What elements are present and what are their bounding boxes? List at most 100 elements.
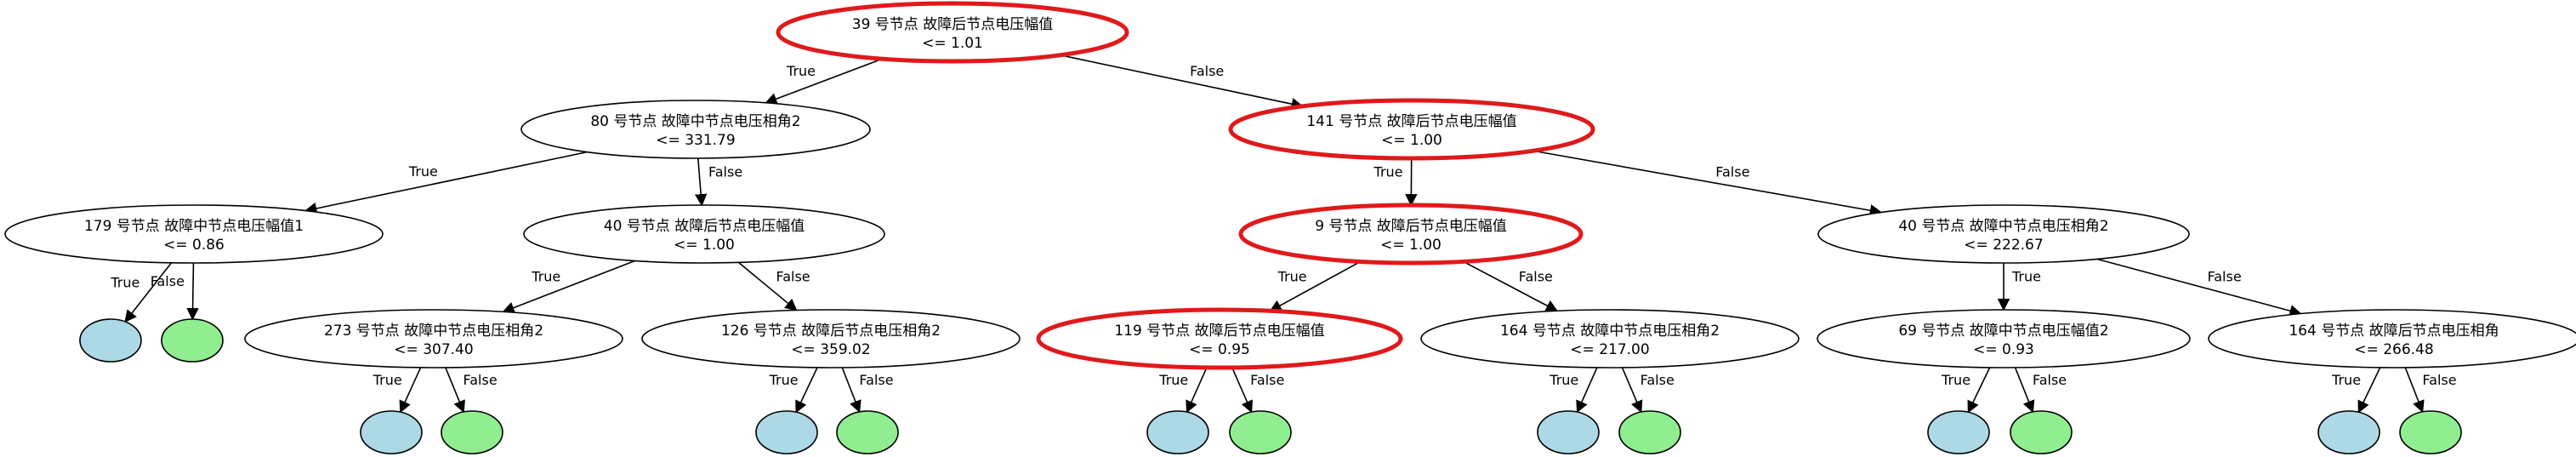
tree-node-n6: 40 号节点 故障中节点电压相角2 <= 222.67: [1817, 204, 2190, 264]
node-threshold-label: <= 222.67: [1964, 237, 2043, 254]
node-ellipse: [1228, 98, 1595, 161]
node-feature-label: 164 号节点 故障中节点电压相角2: [1500, 323, 1720, 340]
node-ellipse: [1420, 309, 1800, 368]
edge-n9-leaf-false-line: [1231, 367, 1253, 414]
edge-n8-leaf-false-line: [841, 367, 862, 414]
leaf-n10-false: [1618, 410, 1681, 454]
edge-n3-leaf-false-line: [186, 262, 199, 321]
tree-node-n0: 39 号节点 故障后节点电压幅值 <= 1.01: [776, 1, 1129, 64]
node-threshold-label: <= 1.00: [1381, 132, 1442, 149]
node-feature-label: 39 号节点 故障后节点电压幅值: [852, 16, 1053, 33]
node-feature-label: 164 号节点 故障后节点电压相角: [2289, 323, 2499, 340]
edge-n8-leaf-true-line: [795, 367, 818, 414]
edge-n12-leaf-false-line: [2404, 367, 2425, 414]
node-feature-label: 40 号节点 故障中节点电压相角2: [1898, 218, 2108, 235]
node-threshold-label: <= 331.79: [656, 132, 735, 149]
edge-n4-n8-line: [737, 261, 798, 311]
edge-n2-n5-label: True: [1373, 164, 1403, 180]
node-ellipse: [523, 204, 885, 264]
tree-node-n10: 164 号节点 故障中节点电压相角2<= 217.00: [1420, 309, 1800, 368]
edge-n2-n6-label: False: [1715, 163, 1749, 180]
edge-n3-leaf-false-label: False: [151, 273, 185, 289]
node-feature-label: 179 号节点 故障中节点电压幅值1: [84, 218, 304, 235]
edge-n5-n9-label: True: [1277, 268, 1307, 284]
edge-n0-n2-label: False: [1190, 63, 1224, 79]
node-feature-label: 126 号节点 故障后节点电压相角2: [721, 323, 941, 340]
edge-n8-leaf-false-label: False: [859, 372, 893, 388]
node-feature-label: 40 号节点 故障后节点电压幅值: [604, 218, 805, 235]
node-ellipse: [2208, 309, 2576, 368]
edge-n2-n6-line: [1533, 150, 1883, 217]
leaf-n7-false: [441, 410, 503, 454]
edge-n4-n8-label: False: [776, 268, 810, 284]
tree-node-n9: 119 号节点 故障后节点电压幅值<= 0.95: [1036, 307, 1403, 370]
edge-n0-n1-label: True: [786, 63, 816, 79]
edge-n10-leaf-false-line: [1621, 367, 1643, 414]
leaf-n7-true: [360, 410, 423, 454]
node-threshold-label: <= 0.95: [1189, 341, 1250, 358]
leaf-n11-true: [1927, 410, 1990, 454]
edge-n6-n12-line: [2096, 258, 2302, 317]
leaf-n3-true: [79, 318, 142, 363]
edge-n7-leaf-true-line: [399, 367, 422, 414]
edge-n6-n12-label: False: [2208, 269, 2242, 285]
leaf-n12-false: [2399, 410, 2462, 454]
node-ellipse: [4, 204, 384, 264]
edge-n0-n2-line: [1060, 54, 1304, 111]
tree-node-n7: 273 号节点 故障中节点电压相角2<= 307.40: [244, 309, 623, 368]
tree-node-n12: 164 号节点 故障后节点电压相角<= 266.48: [2208, 309, 2576, 368]
leaf-n9-false: [1229, 410, 1292, 454]
edge-n10-leaf-true-line: [1576, 367, 1598, 414]
tree-node-n5: 9 号节点 故障后节点电压幅值 <= 1.00: [1238, 203, 1584, 266]
edge-n12-leaf-true-label: True: [2331, 372, 2361, 388]
edge-n12-leaf-false-label: False: [2422, 372, 2456, 388]
node-feature-label: 273 号节点 故障中节点电压相角2: [324, 323, 543, 340]
tree-node-n11: 69 号节点 故障中节点电压幅值2<= 0.93: [1817, 309, 2191, 368]
node-threshold-label: <= 0.93: [1973, 341, 2034, 358]
tree-node-n4: 40 号节点 故障后节点电压幅值<= 1.00: [523, 204, 885, 264]
edge-n1-n3-label: True: [408, 163, 438, 180]
edge-n8-leaf-true-label: True: [769, 372, 799, 388]
node-threshold-label: <= 359.02: [791, 341, 870, 358]
node-feature-label: 9 号节点 故障后节点电压幅值: [1315, 218, 1507, 235]
node-feature-label: 141 号节点 故障后节点电压幅值: [1306, 113, 1516, 130]
node-ellipse: [641, 309, 1021, 368]
edge-n3-leaf-true-line: [124, 262, 173, 323]
leaf-n8-false: [836, 410, 899, 454]
edge-n4-n7-label: True: [531, 268, 560, 284]
edge-n5-n9-line: [1269, 260, 1361, 312]
edge-n6-n11-label: True: [2011, 269, 2041, 285]
edge-n1-n3-line: [304, 151, 588, 215]
node-threshold-label: <= 1.00: [1380, 237, 1442, 254]
leaf-n11-false: [2010, 410, 2073, 454]
tree-node-n8: 126 号节点 故障后节点电压相角2<= 359.02: [641, 309, 1021, 368]
edge-n9-leaf-false-label: False: [1250, 372, 1284, 388]
edge-n11-leaf-false-line: [2014, 367, 2035, 414]
edge-n7-leaf-false-line: [445, 367, 465, 414]
edge-n5-n10-label: False: [1519, 268, 1553, 284]
node-ellipse: [1817, 204, 2190, 264]
edge-n1-n4-label: False: [708, 163, 742, 180]
node-feature-label: 119 号节点 故障后节点电压幅值: [1114, 323, 1324, 340]
edge-n7-leaf-false-label: False: [463, 372, 498, 388]
leaf-n3-false: [161, 318, 224, 363]
edge-n4-n7-line: [502, 260, 636, 314]
edge-n10-leaf-false-label: False: [1641, 372, 1675, 388]
edge-n12-leaf-true-line: [2357, 367, 2381, 414]
node-ellipse: [520, 100, 871, 159]
node-ellipse: [1817, 309, 2191, 368]
leaf-n8-true: [755, 410, 818, 454]
node-ellipse: [1036, 307, 1403, 370]
node-ellipse: [776, 1, 1129, 64]
edge-n11-leaf-false-label: False: [2033, 372, 2067, 388]
leaf-n10-true: [1537, 410, 1600, 454]
leaf-n9-true: [1146, 410, 1209, 454]
edge-n7-leaf-true-label: True: [372, 372, 402, 388]
tree-node-n3: 179 号节点 故障中节点电压幅值1<= 0.86: [4, 204, 384, 264]
edge-n9-leaf-true-line: [1186, 367, 1208, 414]
node-threshold-label: <= 1.01: [922, 35, 983, 52]
leaf-n12-true: [2317, 410, 2380, 454]
